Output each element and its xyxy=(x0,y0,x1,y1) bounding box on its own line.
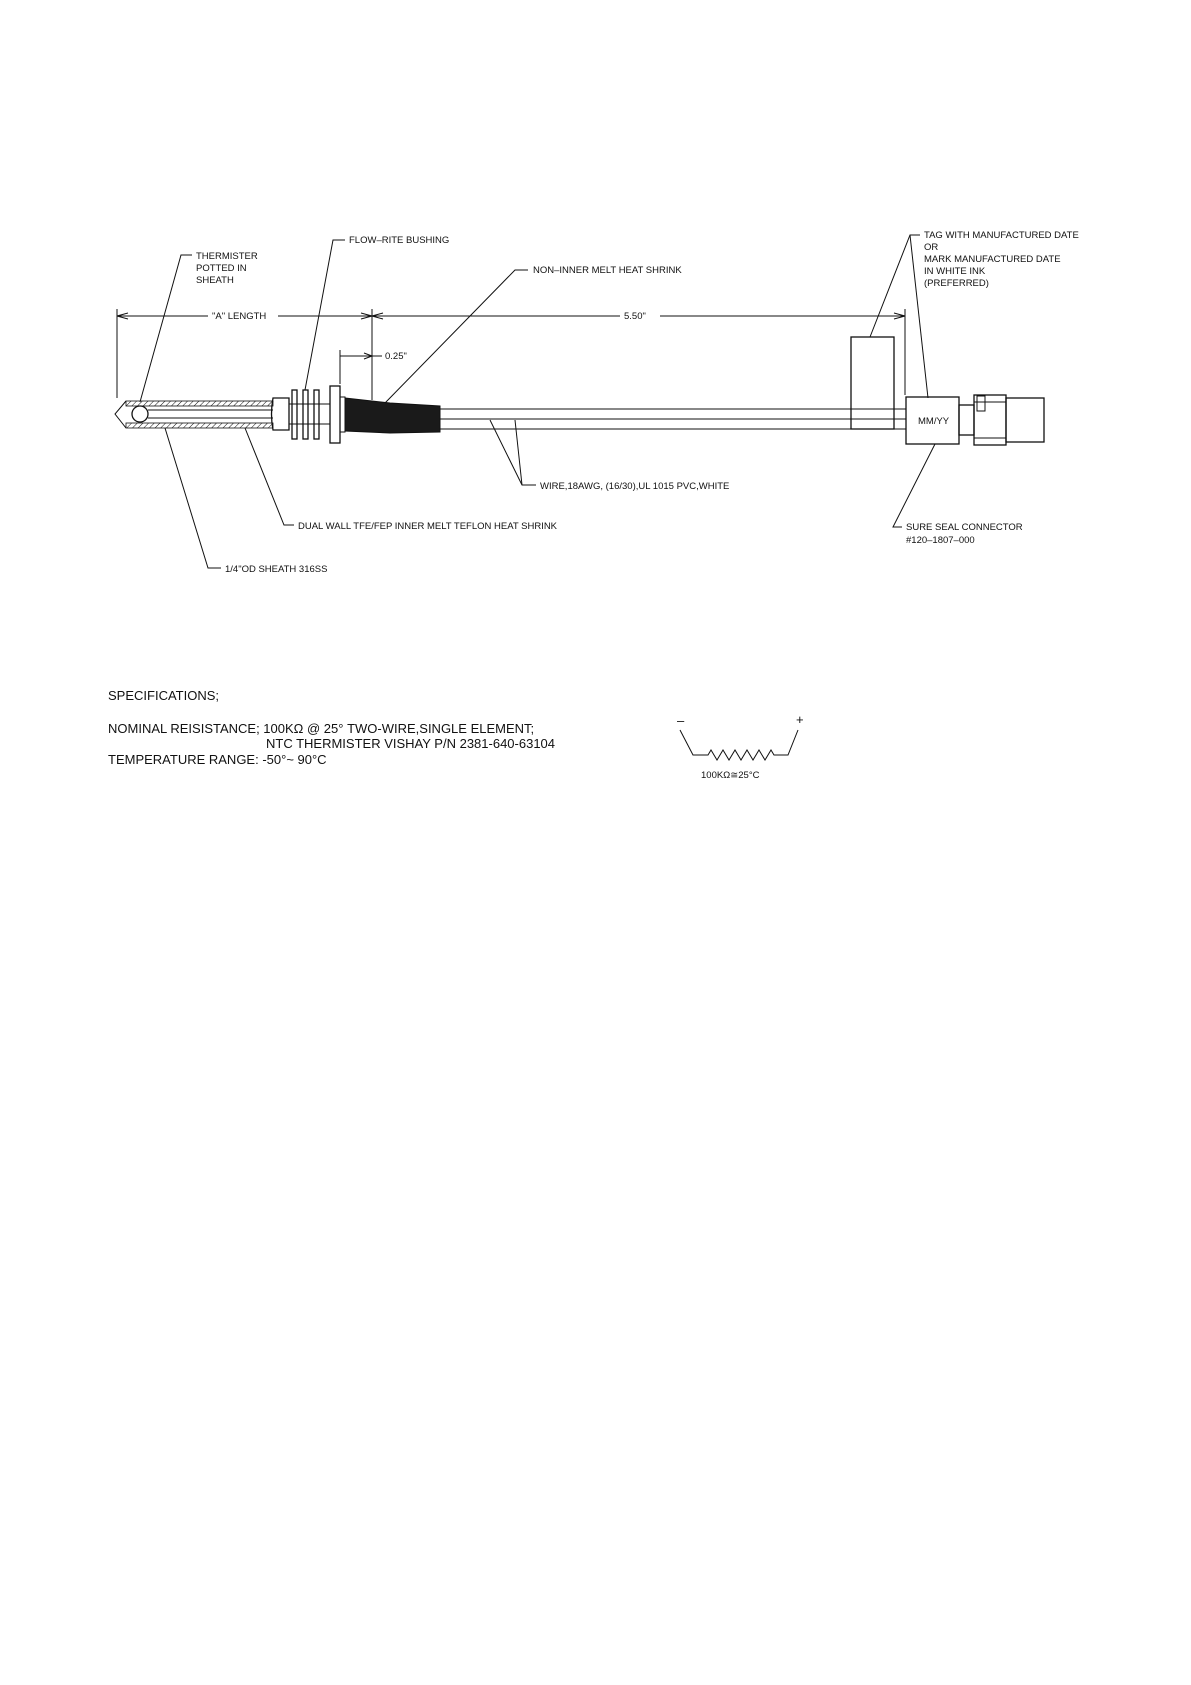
thermistor-bead xyxy=(131,405,149,423)
spec-part: NTC THERMISTER VISHAY P/N 2381-640-63104 xyxy=(266,736,555,751)
bushing-flange xyxy=(329,385,341,444)
thermistor-schematic: – + 100KΩ≅25°C xyxy=(677,712,804,781)
schematic-value: 100KΩ≅25°C xyxy=(701,770,760,781)
connector-label: SURE SEAL CONNECTOR #120–1807–000 xyxy=(906,522,1025,546)
spec-heading: SPECIFICATIONS; xyxy=(108,688,219,703)
dim-550-label: 5.50" xyxy=(624,311,646,322)
bushing-ring-3 xyxy=(313,389,320,440)
dimensions: "A" LENGTH 5.50" 0.25" xyxy=(116,309,906,400)
dim-a-label: "A" LENGTH xyxy=(212,311,266,322)
wire-label: WIRE,18AWG, (16/30),UL 1015 PVC,WHITE xyxy=(540,481,729,492)
specifications: SPECIFICATIONS; NOMINAL REISISTANCE; 100… xyxy=(108,688,555,767)
dim-025-label: 0.25" xyxy=(385,351,407,362)
spec-temp: TEMPERATURE RANGE: -50°~ 90°C xyxy=(108,752,327,767)
bushing-body xyxy=(270,397,290,431)
dual-wall-label: DUAL WALL TFE/FEP INNER MELT TEFLON HEAT… xyxy=(298,521,558,532)
sheath-wall-top xyxy=(125,400,274,407)
thermister-label: THERMISTER POTTED IN SHEATH xyxy=(196,251,260,286)
tag-label: TAG WITH MANUFACTURED DATE OR MARK MANUF… xyxy=(924,230,1081,289)
date-mark-label: MM/YY xyxy=(918,416,950,427)
sure-seal-connector xyxy=(958,394,1045,446)
bushing-label: FLOW–RITE BUSHING xyxy=(349,235,449,246)
leaders xyxy=(139,234,936,569)
bushing-ring-1 xyxy=(291,389,298,440)
resistor-symbol xyxy=(679,729,799,761)
schematic-minus: – xyxy=(677,713,685,728)
manufacture-tag xyxy=(850,336,895,430)
schematic-plus: + xyxy=(796,712,804,727)
probe-assembly xyxy=(114,336,1045,446)
sheath-tip xyxy=(114,400,127,429)
bushing-ring-2 xyxy=(302,389,309,440)
sheath-wall-bottom xyxy=(125,422,274,429)
cad-labels: THERMISTER POTTED IN SHEATH FLOW–RITE BU… xyxy=(196,230,1081,575)
heat-shrink-label: NON–INNER MELT HEAT SHRINK xyxy=(533,265,682,276)
spec-nominal: NOMINAL REISISTANCE; 100KΩ @ 25° TWO-WIR… xyxy=(108,721,534,736)
sheath-label: 1/4"OD SHEATH 316SS xyxy=(225,564,327,575)
heat-shrink xyxy=(344,397,441,434)
